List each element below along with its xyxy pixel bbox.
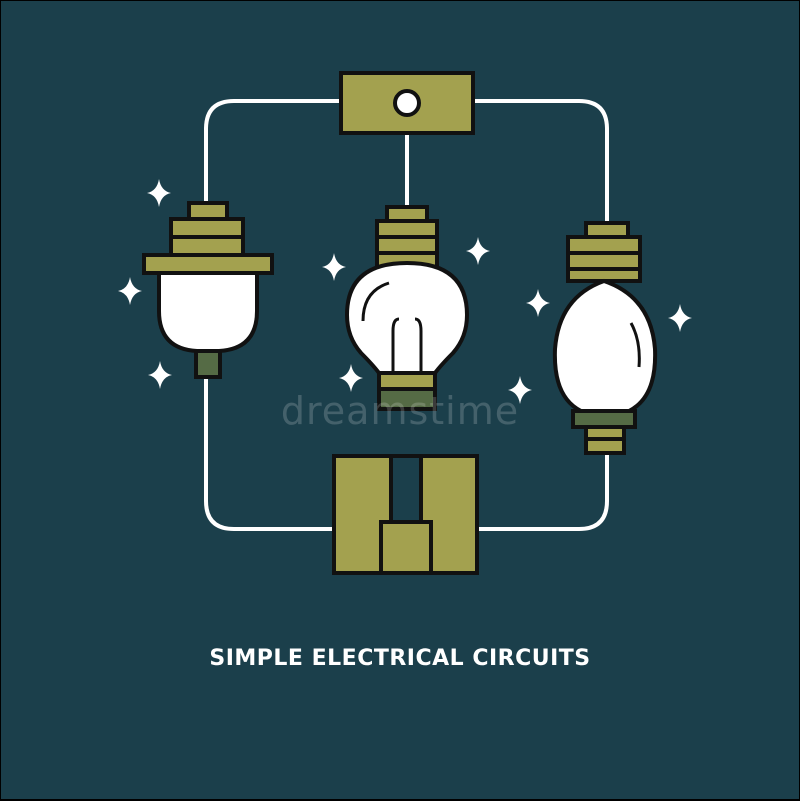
sparkle-icon — [118, 277, 142, 305]
sparkle-icon — [668, 304, 692, 332]
sparkle-icon — [147, 179, 171, 207]
switch-icon — [339, 71, 475, 135]
sparkle-icon — [466, 237, 490, 265]
sparkle-icon — [508, 376, 532, 404]
mushroom-bulb-icon — [142, 201, 274, 379]
oval-bulb-icon — [552, 221, 658, 455]
sparkle-icon — [526, 289, 550, 317]
sparkle-icon — [148, 361, 172, 389]
sparkle-icon — [339, 364, 363, 392]
circuit-wire — [204, 99, 609, 531]
round-bulb-icon — [344, 205, 470, 411]
page-title: SIMPLE ELECTRICAL CIRCUITS — [209, 646, 591, 671]
watermark-text: dreamstime — [280, 389, 520, 433]
sparkle-icon — [322, 253, 346, 281]
battery-icon — [332, 454, 479, 575]
